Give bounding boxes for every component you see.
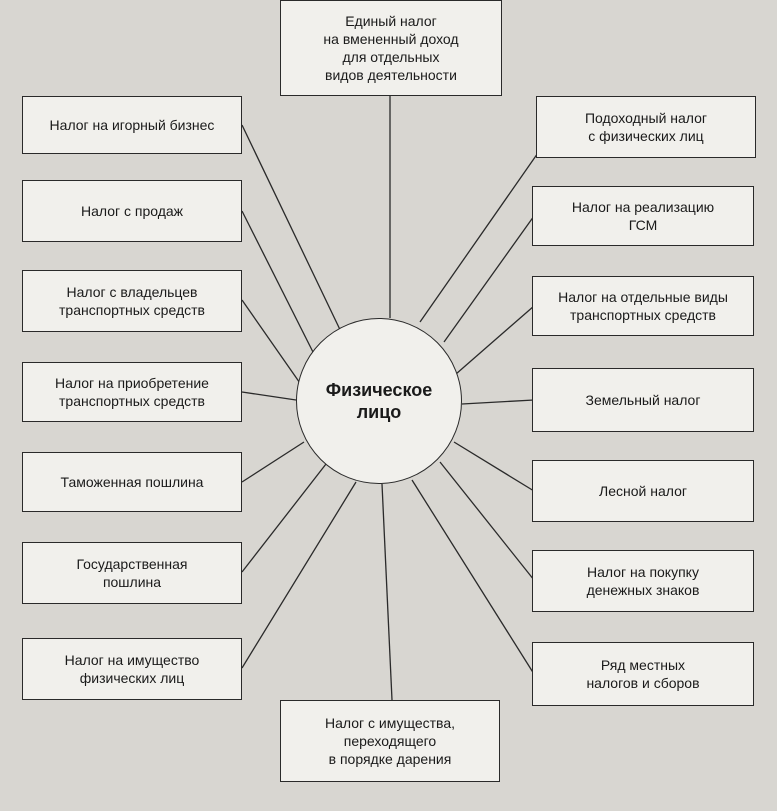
box-personal-property-tax: Налог на имущество физических лиц — [22, 638, 242, 700]
box-forest-tax: Лесной налог — [532, 460, 754, 522]
box-fuel-sales-tax: Налог на реализацию ГСМ — [532, 186, 754, 246]
line-gift — [381, 483, 393, 701]
line-currency — [439, 461, 535, 581]
box-vehicle-owners-tax: Налог с владельцев транспортных средств — [22, 270, 242, 332]
box-land-tax: Земельный налог — [532, 368, 754, 432]
box-unified-imputed-tax: Единый налог на вмененный доход для отде… — [280, 0, 502, 96]
individual-person-circle: Физическое лицо — [296, 318, 462, 484]
box-currency-purchase-tax: Налог на покупку денежных знаков — [532, 550, 754, 612]
box-state-duty: Государственная пошлина — [22, 542, 242, 604]
box-vehicle-purchase-tax: Налог на приобретение транспортных средс… — [22, 362, 242, 422]
line-vehicle-purchase — [241, 391, 297, 401]
line-gambling — [241, 124, 345, 339]
box-local-taxes: Ряд местных налогов и сборов — [532, 642, 754, 706]
line-forest — [453, 441, 535, 492]
line-vehicle-owners — [241, 299, 303, 387]
box-vehicle-types-tax: Налог на отдельные виды транспортных сре… — [532, 276, 754, 336]
line-local — [411, 479, 535, 675]
box-income-tax: Подоходный налог с физических лиц — [536, 96, 756, 158]
box-gift-property-tax: Налог с имущества, переходящего в порядк… — [280, 700, 500, 782]
line-income — [419, 149, 541, 323]
line-property — [241, 481, 357, 669]
line-land — [461, 399, 535, 405]
box-sales-tax: Налог с продаж — [22, 180, 242, 242]
line-vehicle-types — [455, 305, 535, 375]
line-state-duty — [241, 463, 327, 573]
line-sales — [241, 210, 319, 363]
line-fuel — [443, 215, 535, 343]
box-customs-duty: Таможенная пошлина — [22, 452, 242, 512]
box-gambling-tax: Налог на игорный бизнес — [22, 96, 242, 154]
line-customs — [241, 441, 305, 483]
